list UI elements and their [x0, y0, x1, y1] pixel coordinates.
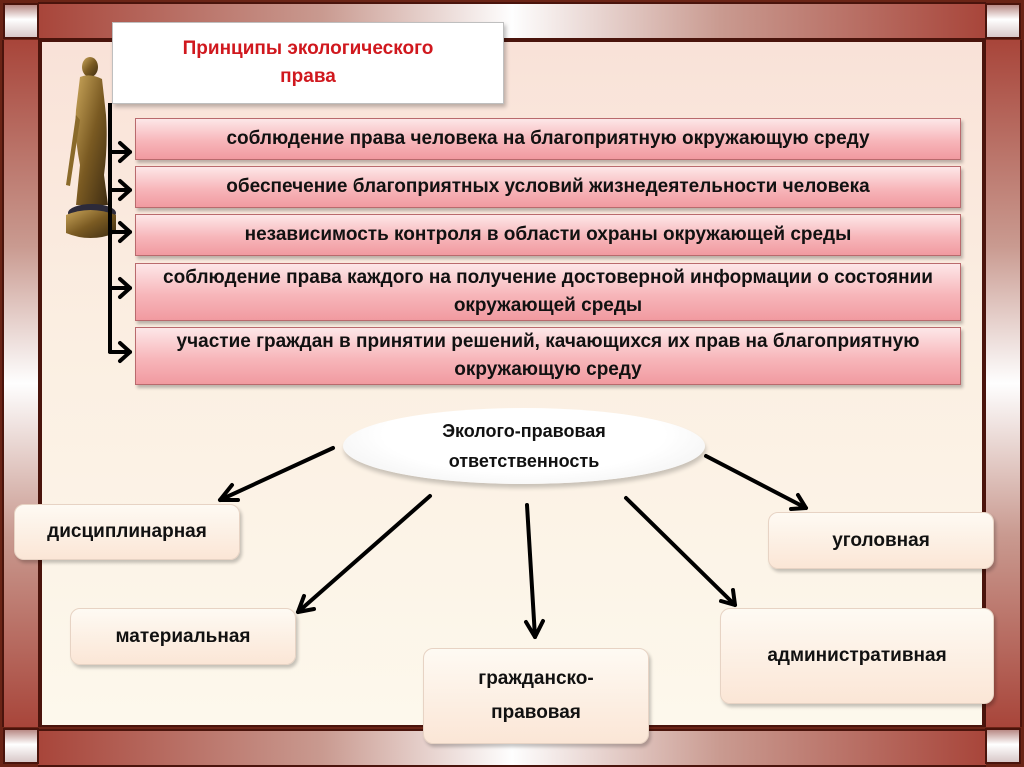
responsibility-type-administrative: административная [720, 608, 994, 704]
responsibility-type-civil: гражданско-правовая [423, 648, 649, 744]
principle-box: независимость контроля в области охраны … [135, 214, 961, 256]
principle-text: соблюдение права человека на благоприятн… [226, 128, 870, 149]
responsibility-type-text: гражданско-правовая [478, 668, 594, 723]
responsibility-type-text: материальная [115, 625, 251, 647]
principle-box: обеспечение благоприятных условий жизнед… [135, 166, 961, 208]
responsibility-type-material: материальная [70, 608, 296, 665]
responsibility-type-criminal: уголовная [768, 512, 994, 569]
responsibility-type-text: уголовная [832, 529, 930, 551]
frame-corner [3, 728, 39, 764]
frame-corner [3, 3, 39, 39]
frame-corner [985, 3, 1021, 39]
slide-title-text: Принципы экологического права [182, 38, 434, 87]
themis-statue-icon [66, 57, 116, 238]
principle-box: участие граждан в принятии решений, кача… [135, 327, 961, 385]
responsibility-center: Эколого-правовая ответственность [343, 408, 705, 484]
responsibility-type-text: дисциплинарная [47, 521, 207, 542]
slide-title: Принципы экологического права [112, 22, 504, 104]
responsibility-center-text: Эколого-правовая ответственность [442, 421, 606, 471]
frame-left-bar [2, 40, 40, 727]
responsibility-type-text: административная [767, 645, 947, 666]
principle-text: участие граждан в принятии решений, кача… [176, 331, 920, 380]
responsibility-type-disciplinary: дисциплинарная [14, 504, 240, 560]
principle-text: соблюдение права каждого на получение до… [163, 267, 933, 316]
principle-text: обеспечение благоприятных условий жизнед… [226, 176, 870, 197]
frame-corner [985, 728, 1021, 764]
principle-box: соблюдение права человека на благоприятн… [135, 118, 961, 160]
principle-box: соблюдение права каждого на получение до… [135, 263, 961, 321]
principles-connector-line [108, 103, 112, 353]
principle-text: независимость контроля в области охраны … [244, 224, 852, 245]
